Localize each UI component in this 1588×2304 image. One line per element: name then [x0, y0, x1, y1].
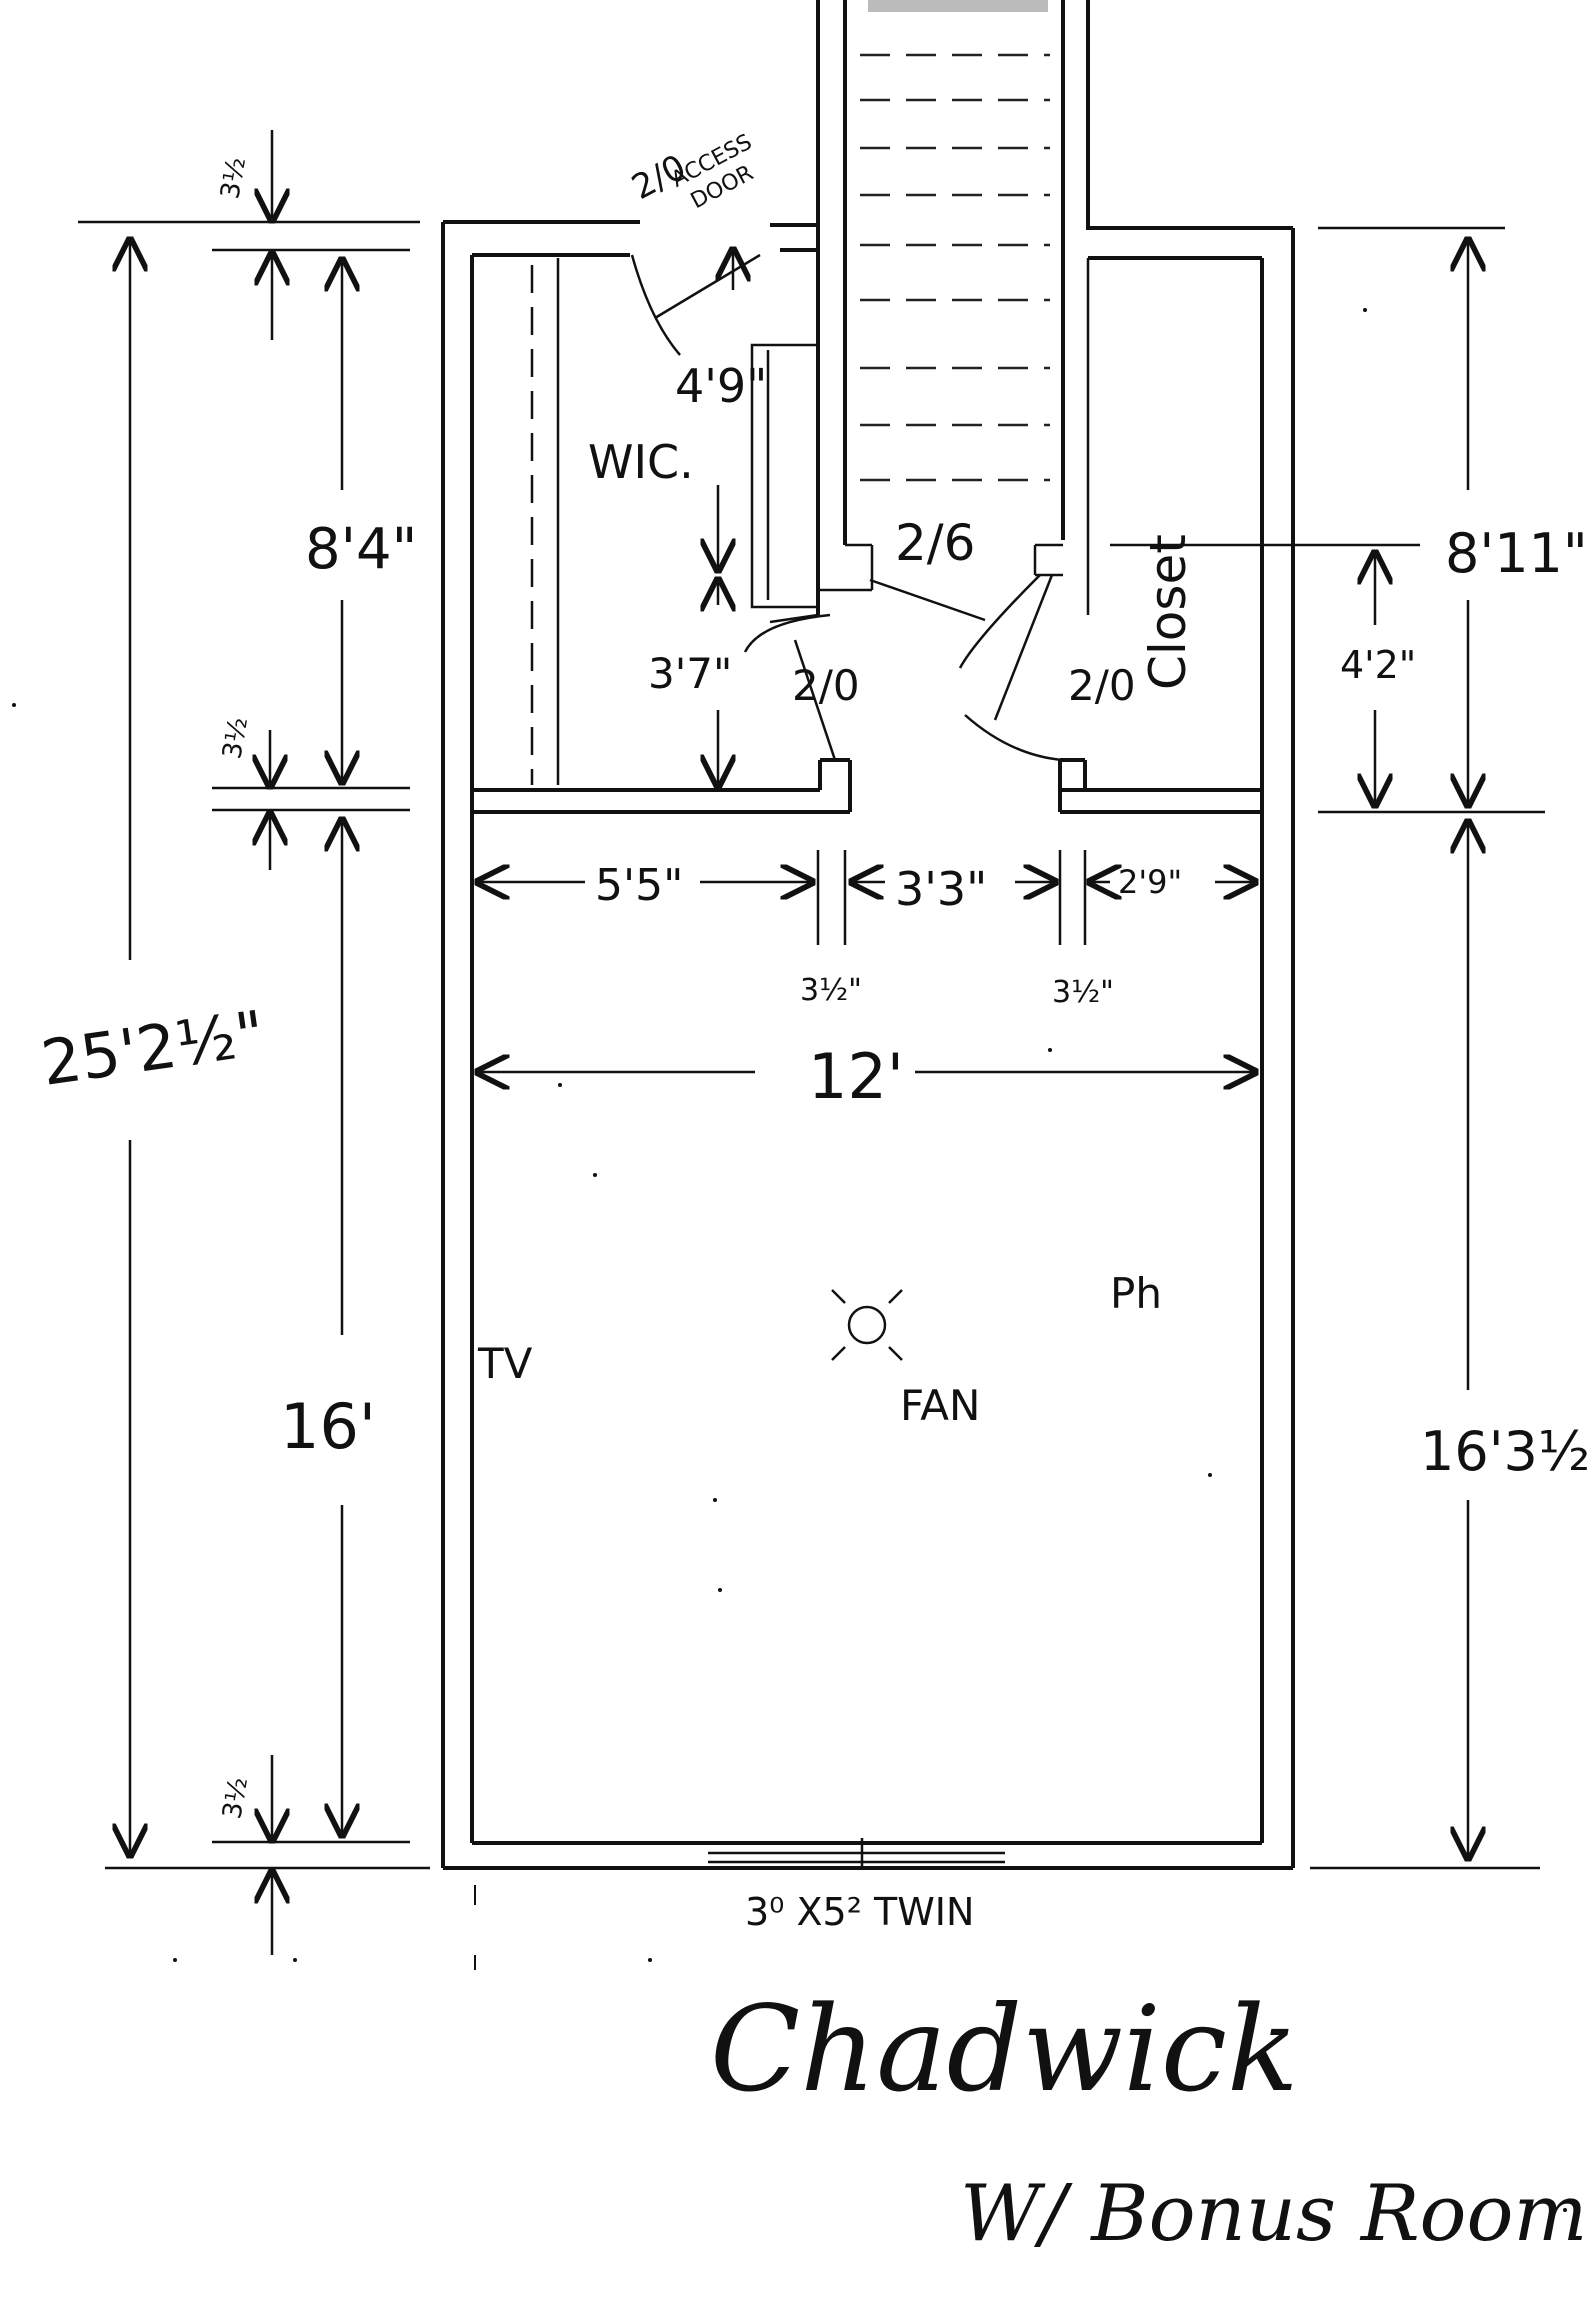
dim-wall-mid: 3½ [217, 715, 254, 761]
hall-door-label: 2/6 [895, 514, 975, 572]
stair-treads [860, 0, 1050, 482]
dim-width: 12' [808, 1040, 904, 1113]
dim-lower-left: 16' [280, 1390, 376, 1463]
title-line2: W/ Bonus Room [960, 2169, 1587, 2259]
right-closet [1033, 258, 1090, 615]
dim-wall-top: 3½ [215, 155, 252, 201]
tv-label: TV [477, 1339, 533, 1388]
dim-total-left: 25'2½" [37, 996, 269, 1099]
dim-closet-right: 4'2" [1340, 643, 1416, 687]
dim-seg-mid: 3'3" [895, 862, 987, 916]
wic-label: WIC. [588, 435, 694, 489]
ceiling-fan-icon [831, 1289, 903, 1361]
phone-label: Ph [1110, 1269, 1162, 1318]
dim-wic-wall: 3'7" [648, 649, 732, 698]
labels: WIC. Closet FAN TV Ph 2/0 ACCESS DOOR 2/… [37, 130, 1588, 2259]
dimension-lines [78, 130, 1545, 1955]
dim-seg-right: 2'9" [1118, 863, 1182, 901]
wic-door-label: 2/0 [792, 661, 860, 710]
dim-stud-left: 3½" [800, 973, 862, 1008]
walk-in-closet [530, 255, 874, 785]
stray-marks [12, 308, 1567, 2212]
closet-door-label: 2/0 [1068, 661, 1136, 710]
dim-wic-depth: 4'9" [675, 359, 767, 413]
fan-label: FAN [900, 1381, 980, 1430]
middle-wall [472, 758, 1262, 814]
window-label: 3⁰ X5² TWIN [745, 1890, 974, 1934]
dim-upper-left: 8'4" [305, 517, 417, 582]
title-line1: Chadwick [710, 1980, 1299, 2118]
dim-wall-bottom: 3½ [217, 1775, 254, 1821]
twin-window [708, 1838, 1005, 1868]
dim-seg-left: 5'5" [595, 860, 683, 911]
access-door-label: 2/0 ACCESS DOOR [625, 130, 757, 214]
closet-label: Closet [1139, 534, 1197, 690]
dim-stud-right: 3½" [1052, 975, 1114, 1010]
dim-lower-right: 16'3½" [1420, 1420, 1588, 1483]
dim-upper-right: 8'11" [1445, 522, 1588, 585]
